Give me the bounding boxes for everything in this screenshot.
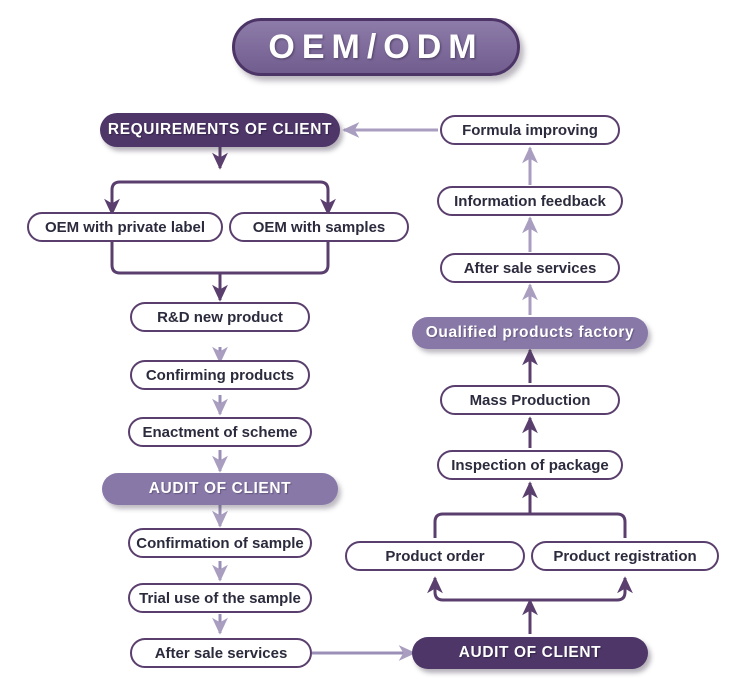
- wire-merge-oem-left: [110, 241, 220, 275]
- node-oem-with-samples[interactable]: OEM with samples: [229, 212, 409, 242]
- node-after-sale-services-right[interactable]: After sale services: [440, 253, 620, 283]
- node-formula-improving[interactable]: Formula improving: [440, 115, 620, 145]
- node-audit-of-client-left[interactable]: AUDIT OF CLIENT: [102, 473, 338, 505]
- node-product-order[interactable]: Product order: [345, 541, 525, 571]
- node-mass-production[interactable]: Mass Production: [440, 385, 620, 415]
- node-product-registration[interactable]: Product registration: [531, 541, 719, 571]
- node-enactment-of-scheme[interactable]: Enactment of scheme: [128, 417, 312, 447]
- node-confirmation-of-sample[interactable]: Confirmation of sample: [128, 528, 312, 558]
- node-trial-use-of-the-sample[interactable]: Trial use of the sample: [128, 583, 312, 613]
- node-confirming-products[interactable]: Confirming products: [130, 360, 310, 390]
- node-audit-of-client-bottom[interactable]: AUDIT OF CLIENT: [412, 637, 648, 669]
- node-qualified-products-factory[interactable]: Oualified products factory: [412, 317, 648, 349]
- wire-merge-products-right: [530, 512, 627, 538]
- node-requirements-of-client[interactable]: REQUIREMENTS OF CLIENT: [100, 113, 340, 147]
- wire-merge-oem-right: [220, 241, 330, 275]
- node-oem-with-private-label[interactable]: OEM with private label: [27, 212, 223, 242]
- node-information-feedback[interactable]: Information feedback: [437, 186, 623, 216]
- node-rnd-new-product[interactable]: R&D new product: [130, 302, 310, 332]
- node-after-sale-services-left[interactable]: After sale services: [130, 638, 312, 668]
- wire-split-to-products: [427, 576, 633, 602]
- wire-merge-products-left: [433, 512, 530, 538]
- node-inspection-of-package[interactable]: Inspection of package: [437, 450, 623, 480]
- wire-split-to-oem: [104, 180, 336, 216]
- page-title: OEM/ODM: [232, 18, 520, 76]
